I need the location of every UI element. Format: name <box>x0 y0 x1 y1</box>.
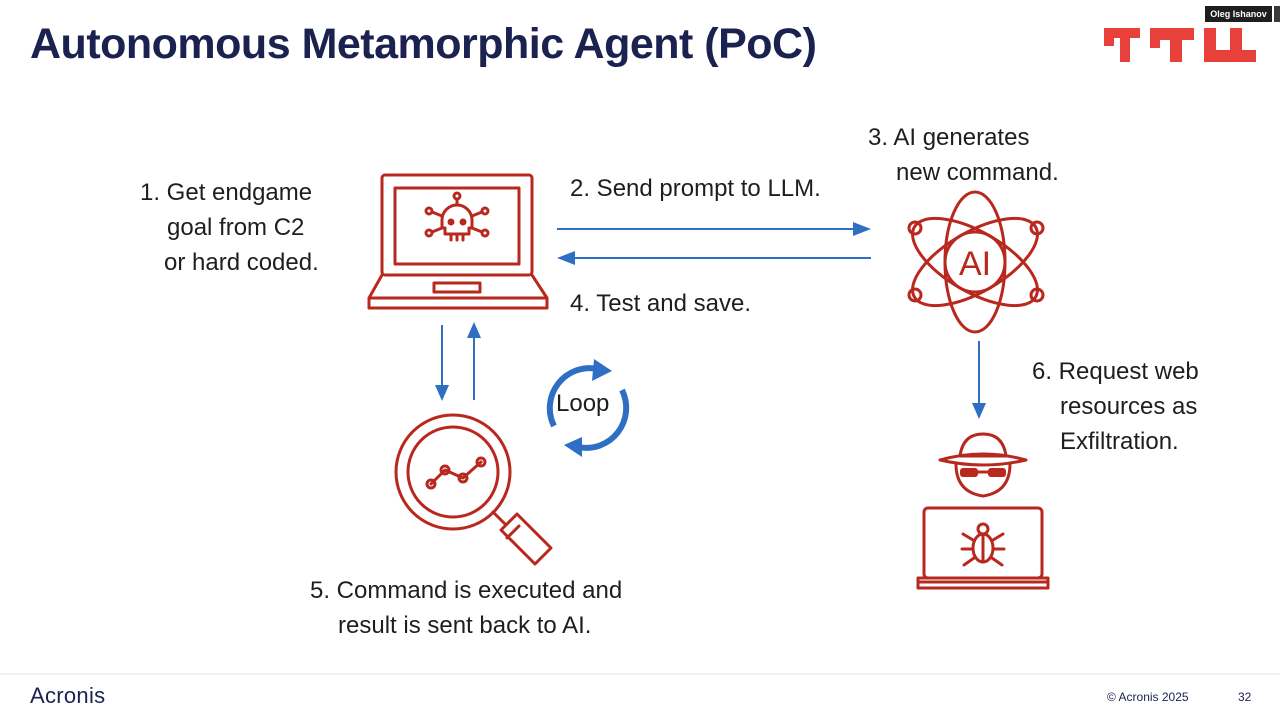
ai-icon-text: AI <box>959 245 991 283</box>
step5-line1: 5. Command is executed and <box>310 577 623 604</box>
exfil-arrow-down <box>972 341 986 419</box>
slide-title: Autonomous Metamorphic Agent (PoC) <box>30 20 817 68</box>
result-arrow-up <box>467 322 481 400</box>
page-number: 32 <box>1238 690 1252 704</box>
step5-line2: result is sent back to AI. <box>338 612 592 639</box>
ai-atom-icon: AI <box>907 190 1045 334</box>
magnifier-chart-icon <box>394 413 553 566</box>
step6-label: 6. Request web resources as Exfiltration… <box>1032 354 1199 459</box>
response-arrow-left <box>557 251 871 265</box>
brand-logo <box>1104 28 1256 62</box>
step6-line3: Exfiltration. <box>1060 428 1179 455</box>
step3-line2: new command. <box>896 159 1059 186</box>
footer-copyright: © Acronis 2025 <box>1107 690 1189 704</box>
execute-arrow-down <box>435 325 449 401</box>
step4-label: 4. Test and save. <box>570 290 752 317</box>
step1-label: 1. Get endgame goal from C2 or hard code… <box>140 175 330 280</box>
footer-logo: Acronis <box>30 683 106 708</box>
step6-line2: resources as <box>1060 393 1198 420</box>
step1-line2: goal from C2 <box>167 214 305 241</box>
step3-line1: 3. AI generates <box>868 124 1030 151</box>
step2-label: 2. Send prompt to LLM. <box>570 175 821 202</box>
loop-label: Loop <box>556 390 610 417</box>
speaker-tag-edge <box>1274 6 1280 22</box>
laptop-skull-icon <box>367 173 549 310</box>
footer-divider <box>0 673 1280 675</box>
step1-line3: or hard coded. <box>164 249 319 276</box>
step5-label: 5. Command is executed and result is sen… <box>310 573 622 643</box>
hacker-laptop-icon <box>916 432 1050 590</box>
step6-line1: 6. Request web <box>1032 358 1199 385</box>
loop-cycle-icon <box>546 359 630 457</box>
step3-label: 3. AI generates new command. <box>868 120 1059 190</box>
prompt-arrow-right <box>557 222 871 236</box>
speaker-name-tag: Oleg Ishanov <box>1205 6 1272 22</box>
step1-line1: 1. Get endgame <box>140 179 313 206</box>
